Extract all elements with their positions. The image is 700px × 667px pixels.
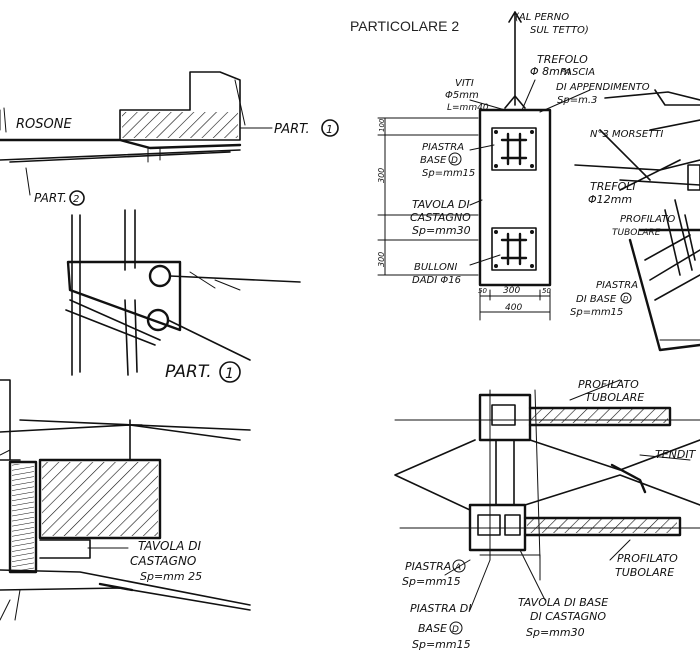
- label-dim-300v: 300: [377, 168, 386, 183]
- label-fascia-1: FASCIA: [560, 67, 595, 78]
- label-part2: PART.: [34, 191, 67, 205]
- label-dim-50a: 50: [478, 287, 487, 295]
- label-tavola-elev-2: CASTAGNO: [410, 211, 471, 224]
- label-profilato-bot-1: PROFILATO: [617, 552, 678, 565]
- piastra-a-circle: [452, 559, 466, 573]
- sheet-title: PARTICOLARE 2: [350, 18, 459, 34]
- perspective-view: [574, 89, 700, 352]
- base-detail: [0, 379, 251, 621]
- label-part1-top: PART.: [274, 122, 310, 137]
- label-tavola-base-3: Sp=mm30: [526, 626, 585, 639]
- label-trefoli-1: TREFOLI: [590, 180, 636, 193]
- label-piastra-a-1: PIASTRA: [405, 560, 451, 573]
- label-viti-2: Φ5mm: [445, 90, 479, 101]
- piastra-d-circle: [449, 621, 463, 635]
- label-piastra-a-num: A: [454, 563, 461, 573]
- label-piastra-a-2: Sp=mm15: [402, 575, 461, 588]
- piastra-elev-circle: [448, 152, 462, 166]
- label-bulloni-1: BULLONI: [414, 262, 457, 273]
- label-part1-top-num: 1: [326, 123, 333, 136]
- label-piastra-elev-1: PIASTRA: [422, 142, 464, 153]
- label-piastra-elev-2: BASE: [420, 155, 447, 166]
- label-profilato-bot-2: TUBOLARE: [615, 566, 674, 579]
- label-tavola-base-1: TAVOLA DI BASE: [518, 596, 608, 609]
- label-tendit: TENDIT: [655, 448, 697, 461]
- part1-circle-mid: [219, 361, 241, 383]
- piastra-persp-circle: [620, 292, 632, 304]
- label-piastra-persp-3: Sp=mm15: [570, 307, 623, 318]
- label-tavola-left-1: TAVOLA DI: [138, 539, 201, 553]
- label-piastra-persp-1: PIASTRA: [596, 280, 638, 291]
- label-viti-3: L=mm40: [447, 103, 489, 113]
- label-tavola-elev-1: TAVOLA DI: [412, 198, 470, 211]
- label-trefolo-2: Φ 8mm: [530, 65, 571, 78]
- plan-view: [394, 379, 700, 611]
- label-perno-2: SUL TETTO): [530, 25, 589, 36]
- label-piastra-elev-num: D: [451, 156, 458, 166]
- label-tavola-left-3: Sp=mm 25: [140, 570, 202, 583]
- label-piastra-d-3: Sp=mm15: [412, 638, 471, 651]
- label-piastra-persp-2: DI BASE: [576, 294, 617, 305]
- label-profilato-top-2: TUBOLARE: [585, 391, 644, 404]
- label-rosone: ROSONE: [16, 117, 72, 132]
- label-perno-1: (AL PERNO: [515, 12, 569, 23]
- label-part1-mid: PART.: [165, 362, 212, 382]
- label-part1-mid-num: 1: [225, 366, 234, 382]
- label-bulloni-2: DADI Φ16: [412, 275, 461, 286]
- label-dim-400: 400: [505, 303, 522, 313]
- label-viti-1: VITI: [455, 78, 474, 89]
- label-dim-50b: 50: [542, 287, 551, 295]
- part2-circle: [69, 190, 85, 206]
- label-fascia-3: Sp=m.3: [557, 95, 597, 106]
- rosone-detail: [0, 71, 273, 196]
- label-profilato-persp-2: TUBOLARE: [612, 228, 661, 238]
- label-tavola-elev-3: Sp=mm30: [412, 224, 471, 237]
- label-tavola-base-2: DI CASTAGNO: [530, 610, 606, 623]
- label-dim-300v2: 300: [377, 252, 386, 267]
- label-profilato-top-1: PROFILATO: [578, 378, 639, 391]
- label-trefoli-2: Φ12mm: [588, 193, 632, 206]
- label-part2-num: 2: [73, 194, 79, 205]
- label-piastra-elev-3: Sp=mm15: [422, 168, 475, 179]
- label-tavola-left-2: CASTAGNO: [130, 554, 196, 568]
- label-trefolo-1: TREFOLO: [537, 53, 588, 66]
- label-morsetti: N°3 MORSETTI: [590, 129, 663, 140]
- label-dim-100: 100: [378, 118, 386, 132]
- label-piastra-d-2: BASE: [418, 622, 447, 635]
- label-fascia-2: DI APPENDIMENTO: [556, 82, 650, 93]
- label-piastra-d-num: D: [452, 625, 459, 635]
- label-piastra-d-1: PIASTRA DI: [410, 602, 471, 615]
- elevation-view: [377, 11, 591, 321]
- label-profilato-persp-1: PROFILATO: [620, 214, 675, 225]
- label-piastra-persp-num: D: [623, 295, 629, 303]
- part1-circle-top: [321, 119, 339, 137]
- label-dim-300: 300: [503, 286, 520, 296]
- joint-detail: [65, 209, 301, 376]
